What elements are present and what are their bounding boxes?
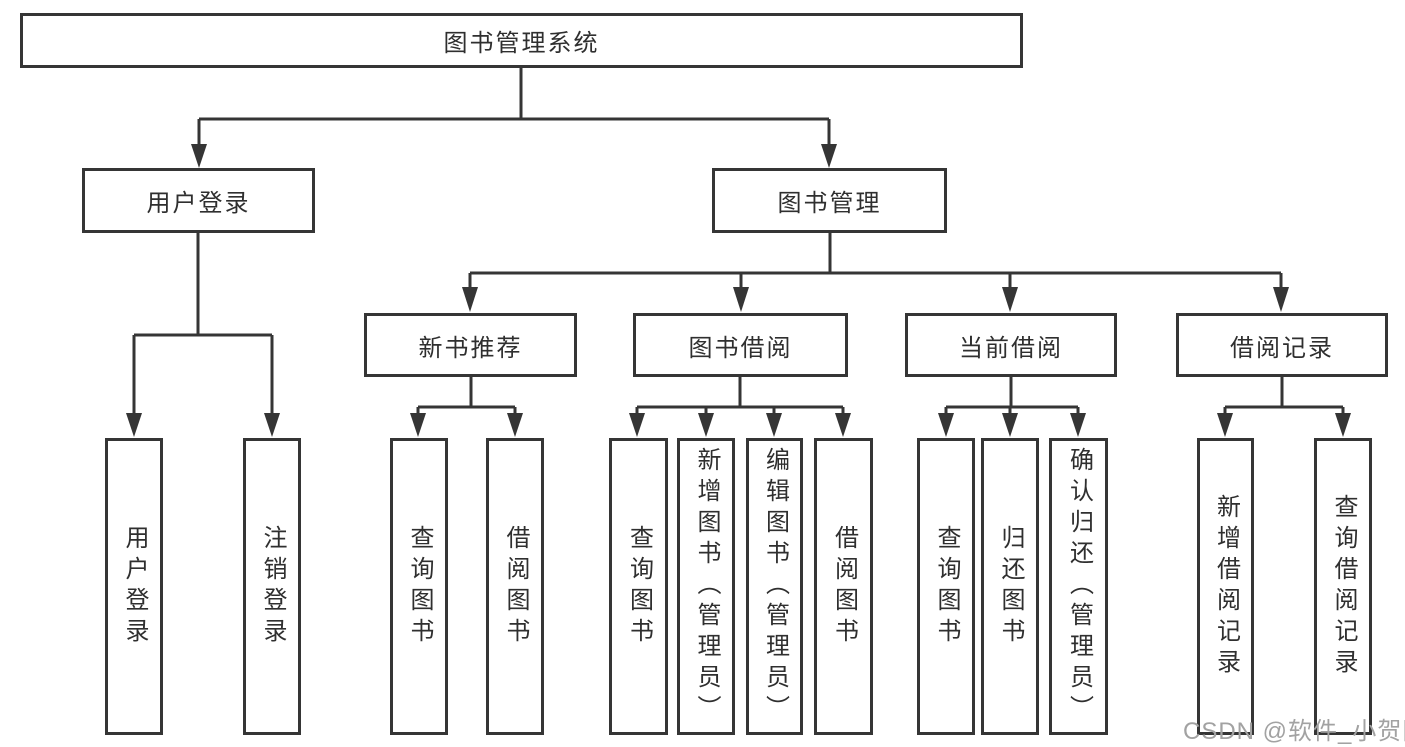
edges-current-borrow <box>938 377 1086 437</box>
arrowhead <box>733 287 749 312</box>
leaf-br-add-record: 新增借阅记录 <box>1197 438 1254 735</box>
edges-new-book-rec <box>410 377 523 437</box>
leaf-bb-add-book-admin: 新增图书（管理员） <box>677 438 735 735</box>
edge-line <box>416 377 517 414</box>
leaf-user-login: 用户登录 <box>105 438 163 735</box>
arrowhead <box>629 413 645 437</box>
leaf-cb-confirm-return-admin: 确认归还（管理员） <box>1049 438 1108 735</box>
leaf-bb-query-book: 查询图书 <box>609 438 668 735</box>
leaf-nbr-borrow-book: 借阅图书 <box>486 438 544 735</box>
arrowhead <box>1217 413 1233 437</box>
arrowhead <box>264 413 280 437</box>
node-user-login: 用户登录 <box>82 168 315 233</box>
node-current-borrow: 当前借阅 <box>905 313 1117 377</box>
arrowhead <box>410 413 426 437</box>
edges-user-login <box>126 233 280 437</box>
leaf-logout: 注销登录 <box>243 438 301 735</box>
arrowhead <box>507 413 523 437</box>
arrowhead <box>191 144 207 168</box>
node-book-borrow: 图书借阅 <box>633 313 848 377</box>
arrowhead <box>1335 413 1351 437</box>
edge-line <box>944 377 1080 414</box>
arrowhead <box>1273 287 1289 312</box>
arrowhead <box>821 144 837 168</box>
leaf-cb-return-book: 归还图书 <box>981 438 1039 735</box>
csdn-watermark: CSDN @软件_小贺同学 <box>1183 718 1405 745</box>
leaf-bb-edit-book-admin: 编辑图书（管理员） <box>746 438 803 735</box>
edge-line <box>635 377 845 414</box>
edge-line <box>1223 377 1345 414</box>
edges-borrow-record <box>1217 377 1351 437</box>
node-borrow-record: 借阅记录 <box>1176 313 1388 377</box>
edges-root <box>191 68 837 168</box>
node-new-book-rec: 新书推荐 <box>364 313 577 377</box>
arrowhead <box>1002 287 1018 312</box>
leaf-br-query-record: 查询借阅记录 <box>1314 438 1372 735</box>
node-root: 图书管理系统 <box>20 13 1023 68</box>
arrowhead <box>766 413 782 437</box>
arrowhead <box>938 413 954 437</box>
edges-book-borrow <box>629 377 851 437</box>
leaf-cb-query-book: 查询图书 <box>917 438 975 735</box>
arrowhead <box>1070 413 1086 437</box>
edges-book-mgmt <box>462 233 1289 312</box>
arrowhead <box>698 413 714 437</box>
leaf-bb-borrow-book: 借阅图书 <box>814 438 873 735</box>
arrowhead <box>1002 413 1018 437</box>
node-book-mgmt: 图书管理 <box>712 168 947 233</box>
edge-line <box>132 233 274 415</box>
arrowhead <box>835 413 851 437</box>
edge-line <box>468 233 1283 289</box>
arrowhead <box>126 413 142 437</box>
edge-line <box>197 68 831 146</box>
leaf-nbr-query-book: 查询图书 <box>390 438 448 735</box>
arrowhead <box>462 287 478 312</box>
